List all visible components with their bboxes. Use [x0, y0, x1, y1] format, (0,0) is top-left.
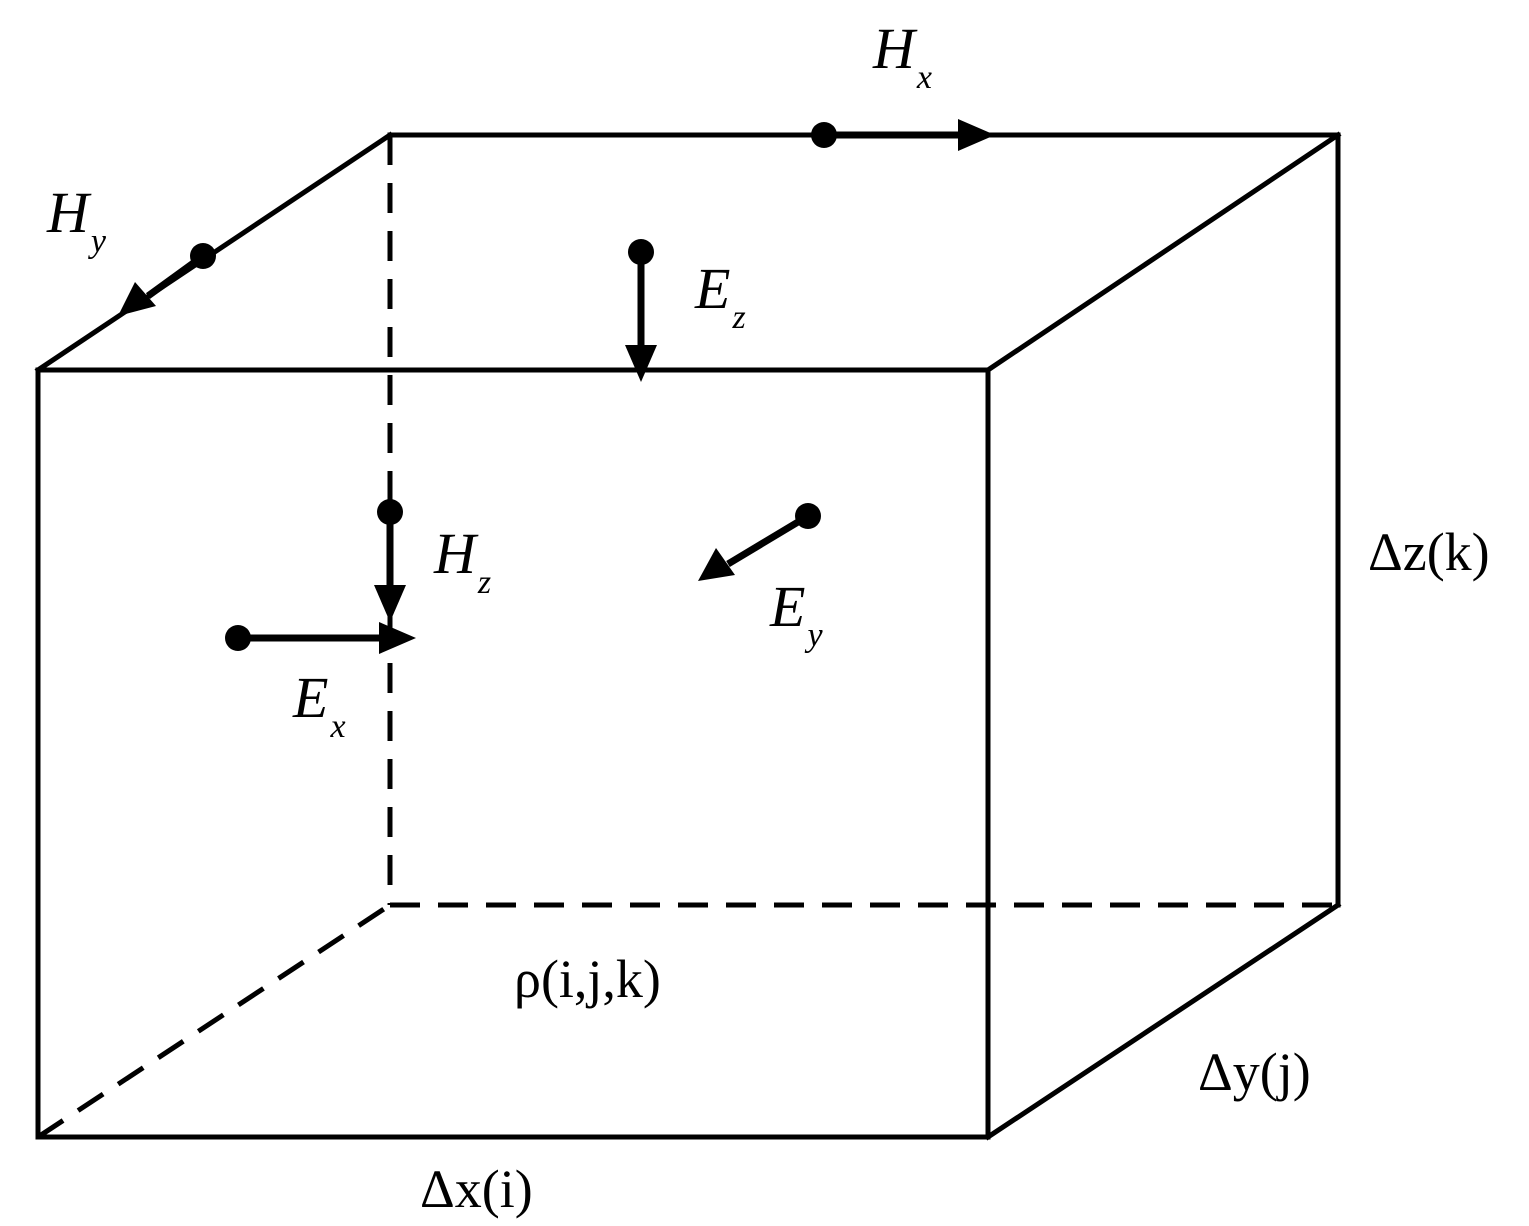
hidden-bottom-depth-edge — [36, 902, 392, 1140]
label-dx: Δx(i) — [420, 1159, 533, 1219]
label-hz: Hz — [433, 521, 491, 601]
field-vector-hz — [374, 499, 406, 622]
label-ey: Ey — [769, 574, 823, 654]
label-hx: Hx — [872, 16, 932, 96]
cube-solid-edges — [34, 131, 1342, 1141]
bottom-right-depth-edge — [984, 901, 1342, 1141]
field-vector-hy — [118, 243, 216, 316]
field-vector-hx — [811, 119, 995, 151]
field-vector-ex — [225, 622, 416, 654]
label-dy: Δy(j) — [1198, 1042, 1311, 1102]
label-rho: ρ(i,j,k) — [514, 949, 661, 1009]
label-dz: Δz(k) — [1368, 522, 1490, 582]
label-hy: Hy — [46, 180, 107, 260]
field-vector-ez — [625, 239, 657, 382]
label-ez: Ez — [694, 256, 746, 336]
field-vector-ey — [698, 503, 821, 581]
front-face — [35, 367, 991, 1140]
label-ex: Ex — [292, 665, 346, 745]
top-right-depth-edge — [984, 131, 1342, 374]
